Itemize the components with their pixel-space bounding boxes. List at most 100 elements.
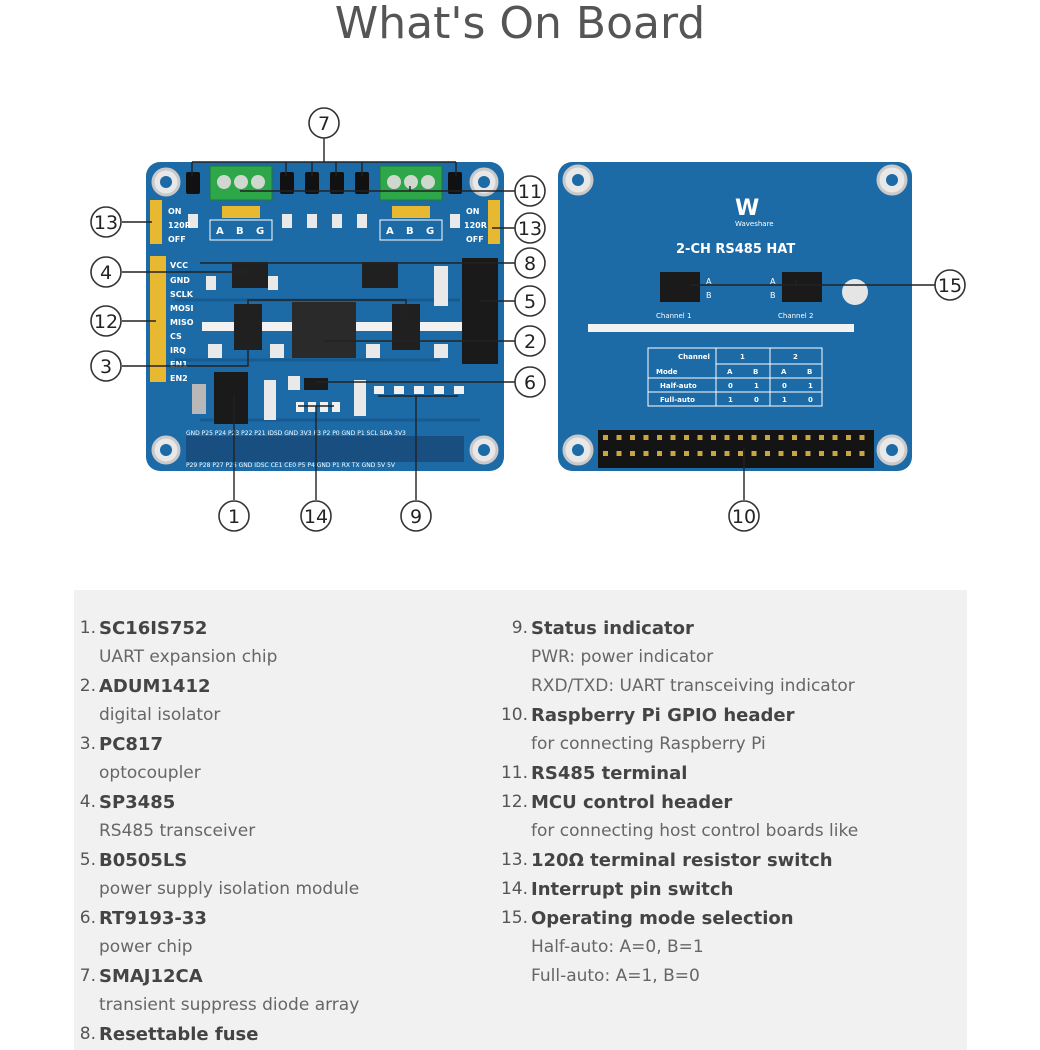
- svg-text:120R: 120R: [168, 221, 191, 230]
- svg-text:MISO: MISO: [170, 318, 194, 327]
- waveshare-logo: W: [735, 196, 759, 221]
- svg-text:1: 1: [754, 382, 759, 390]
- component-description: RS485 transceiver: [99, 821, 256, 841]
- component-description: power supply isolation module: [99, 879, 360, 899]
- svg-text:ON: ON: [168, 207, 182, 216]
- component-item: 7.SMAJ12CA transient suppress diode array: [74, 962, 494, 1020]
- component-name: Interrupt pin switch: [531, 879, 734, 900]
- svg-text:1: 1: [782, 396, 787, 404]
- component-number: 4.: [79, 792, 96, 812]
- svg-text:A: A: [706, 277, 712, 286]
- component-item: 13.120Ω terminal resistor switch: [501, 846, 946, 875]
- gpio-pin: [832, 451, 838, 456]
- component-description: optocoupler: [99, 763, 201, 783]
- gpio-pin: [630, 435, 635, 440]
- svg-text:OFF: OFF: [466, 235, 484, 244]
- callout-15: 15: [934, 269, 966, 301]
- component-name: Status indicator: [531, 618, 694, 639]
- svg-text:7: 7: [318, 113, 330, 135]
- rs485-terminal-1: [209, 165, 273, 201]
- callout-14: 14: [300, 500, 332, 532]
- component-name: SMAJ12CA: [99, 966, 203, 987]
- mode-table: Channel Mode 1 2 A B A B Half-auto 0 1 0…: [647, 347, 823, 407]
- component-description: digital isolator: [99, 705, 221, 725]
- callout-1: 1: [218, 500, 250, 532]
- leader-lines: [122, 136, 936, 500]
- svg-text:ON: ON: [466, 207, 480, 216]
- svg-text:GND P25 P24 P23 P22 P21 IDSD G: GND P25 P24 P23 P22 P21 IDSD GND 3V3 P3 …: [186, 430, 406, 437]
- svg-text:15: 15: [938, 275, 962, 297]
- gpio-pin: [751, 435, 757, 440]
- callout-5: 5: [514, 285, 546, 317]
- svg-text:Mode: Mode: [656, 368, 678, 376]
- svg-text:P29 P28 P27 P26 GND IDSC CE1 C: P29 P28 P27 P26 GND IDSC CE1 CE0 P5 P4 G…: [186, 462, 396, 469]
- gpio-pin: [846, 435, 851, 440]
- svg-text:GND: GND: [170, 276, 190, 285]
- board-diagram: A B G A B G: [90, 107, 966, 532]
- component-name: RT9193-33: [99, 908, 207, 929]
- component-number: 14.: [500, 879, 528, 899]
- svg-text:12: 12: [94, 311, 118, 333]
- component-number: 8.: [79, 1024, 96, 1044]
- gpio-pin: [603, 451, 608, 456]
- gpio-pin: [778, 451, 784, 456]
- callout-7: 7: [308, 107, 340, 139]
- callout-13a: 13: [90, 206, 122, 238]
- gpio-pin: [670, 451, 676, 456]
- component-name: SC16IS752: [99, 618, 208, 639]
- gpio-pin: [846, 451, 851, 456]
- page-title: What's On Board: [334, 0, 706, 49]
- component-name: B0505LS: [99, 850, 188, 871]
- svg-text:Half-auto: Half-auto: [660, 382, 697, 390]
- component-name: Operating mode selection: [531, 908, 794, 929]
- svg-text:MOSI: MOSI: [170, 304, 194, 313]
- product-name: 2-CH RS485 HAT: [676, 242, 795, 257]
- component-description: Half-auto: A=0, B=1: [531, 937, 704, 957]
- svg-text:A: A: [727, 368, 733, 376]
- component-description: transient suppress diode array: [99, 995, 360, 1015]
- svg-text:10: 10: [732, 506, 756, 528]
- component-name: SP3485: [99, 792, 176, 813]
- board-front: A B G A B G: [146, 162, 504, 471]
- component-number: 6.: [79, 908, 96, 928]
- svg-text:VCC: VCC: [170, 261, 188, 270]
- gpio-pin: [778, 435, 784, 440]
- svg-text:0: 0: [728, 382, 733, 390]
- component-name: Resettable fuse: [99, 1024, 259, 1045]
- svg-text:G: G: [256, 226, 264, 237]
- gpio-pin: [670, 435, 676, 440]
- component-description: PWR: power indicator: [531, 647, 714, 667]
- callout-2: 2: [514, 325, 546, 357]
- svg-text:6: 6: [524, 372, 536, 394]
- component-number: 12.: [500, 792, 528, 812]
- svg-text:1: 1: [228, 506, 240, 528]
- callout-10: 10: [728, 500, 760, 532]
- component-number: 9.: [511, 618, 528, 638]
- gpio-pin: [724, 435, 730, 440]
- svg-text:4: 4: [100, 262, 112, 284]
- svg-text:EN2: EN2: [170, 374, 188, 383]
- svg-text:11: 11: [518, 181, 542, 203]
- svg-text:Channel 2: Channel 2: [778, 312, 813, 320]
- svg-text:14: 14: [304, 506, 328, 528]
- svg-text:13: 13: [518, 218, 542, 240]
- svg-text:A: A: [386, 226, 394, 237]
- svg-text:SCLK: SCLK: [170, 290, 194, 299]
- gpio-pin: [792, 435, 797, 440]
- gpio-pin: [738, 451, 743, 456]
- svg-text:2: 2: [524, 331, 536, 353]
- component-number: 7.: [79, 966, 96, 986]
- gpio-pin: [792, 451, 797, 456]
- svg-text:Full-auto: Full-auto: [660, 396, 695, 404]
- svg-text:8: 8: [524, 253, 536, 275]
- component-number: 2.: [79, 676, 96, 696]
- component-description: Full-auto: A=1, B=0: [531, 966, 700, 986]
- svg-text:0: 0: [782, 382, 787, 390]
